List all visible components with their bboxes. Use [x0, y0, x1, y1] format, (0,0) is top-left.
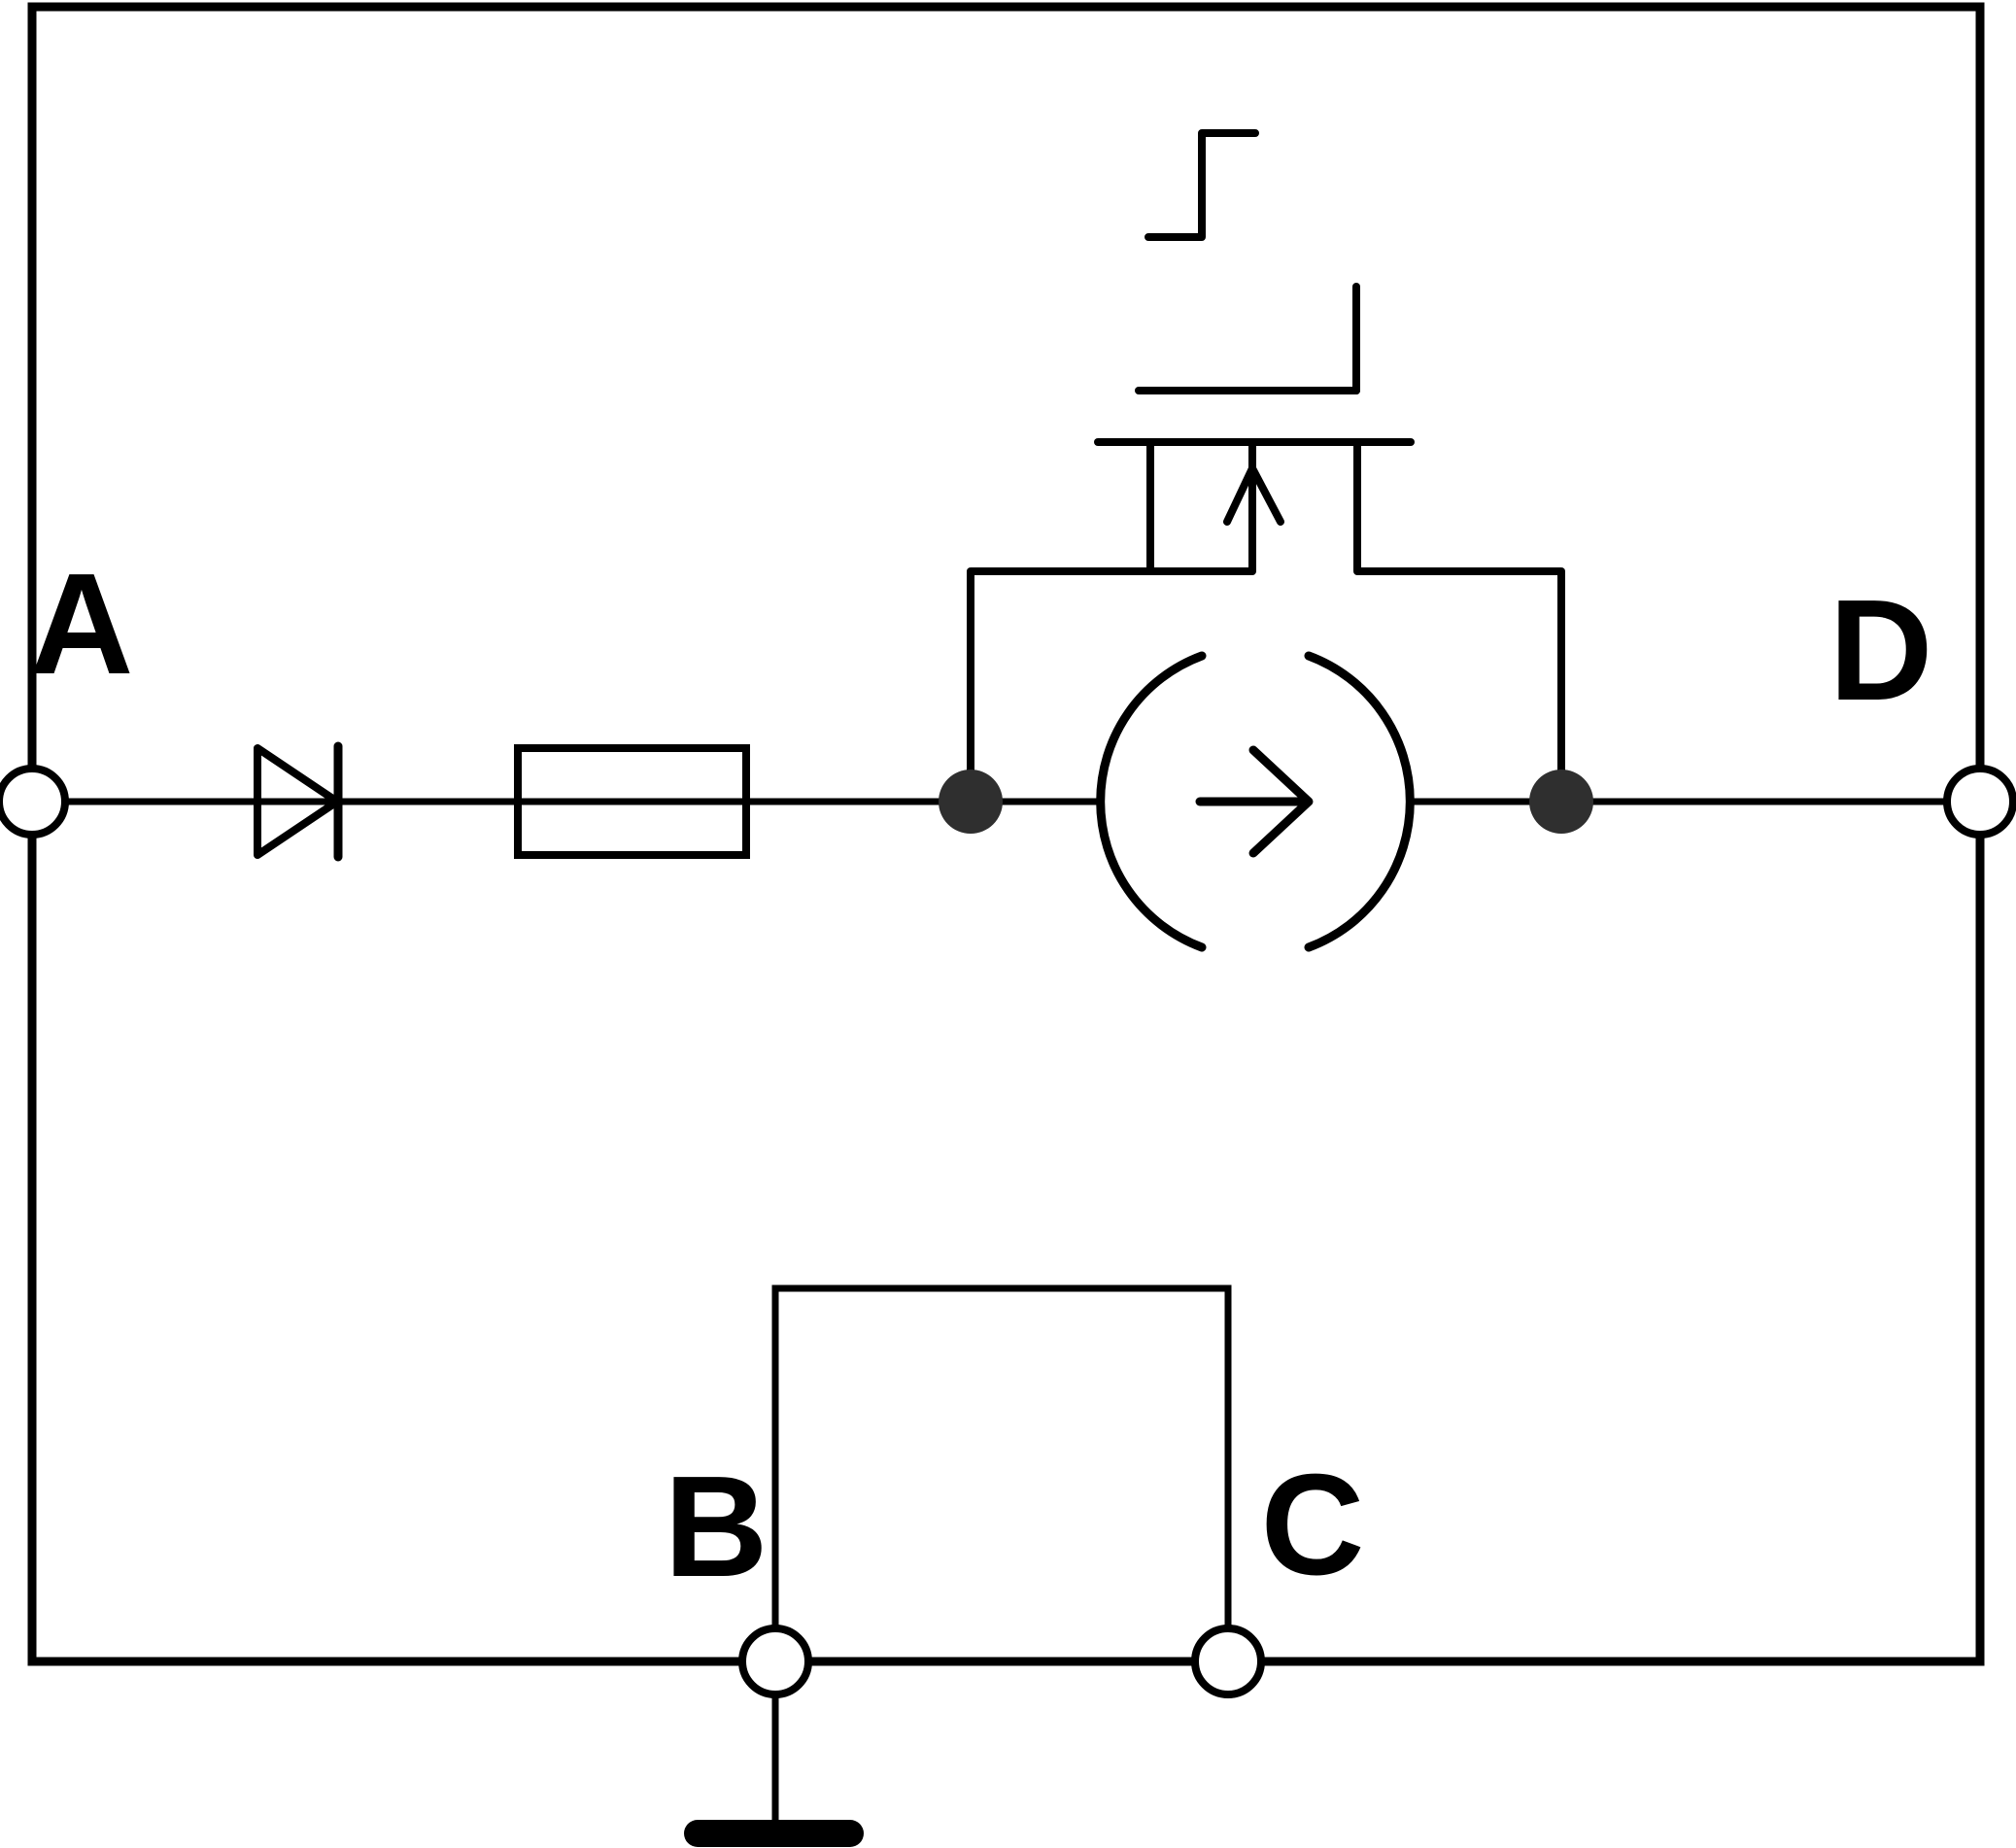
terminal-d-label: D	[1829, 570, 1933, 731]
terminal-labels: A D B C	[30, 544, 1933, 1607]
current-source-left-arc	[1096, 651, 1207, 952]
diode-anode-triangle	[254, 744, 341, 859]
terminal-b-label: B	[665, 1447, 769, 1607]
terminal-b-node	[738, 1625, 812, 1698]
switch-bulk-arrow-icon	[1223, 464, 1284, 526]
current-source-icon	[1096, 651, 1415, 952]
terminal-c-label: C	[1261, 1445, 1365, 1605]
current-arrow-icon	[1195, 745, 1314, 858]
step-signal-icon	[1145, 129, 1259, 241]
terminal-a-label: A	[30, 544, 134, 704]
junction-dot-left	[939, 770, 1003, 834]
junction-dot-right	[1529, 770, 1593, 834]
terminal-c-node	[1191, 1625, 1265, 1698]
ground-icon	[684, 1694, 864, 1847]
terminal-d-node	[1943, 765, 2016, 838]
bc-loop-wire	[771, 1284, 1232, 1628]
terminal-nodes	[0, 765, 2016, 1698]
current-source-right-arc	[1304, 651, 1415, 952]
fuse-icon	[514, 744, 750, 859]
outer-border	[27, 2, 1985, 1666]
switch-icon	[967, 283, 1565, 802]
diode-icon	[254, 741, 343, 862]
junction-dots	[939, 770, 1593, 834]
terminal-a-node	[0, 765, 69, 838]
